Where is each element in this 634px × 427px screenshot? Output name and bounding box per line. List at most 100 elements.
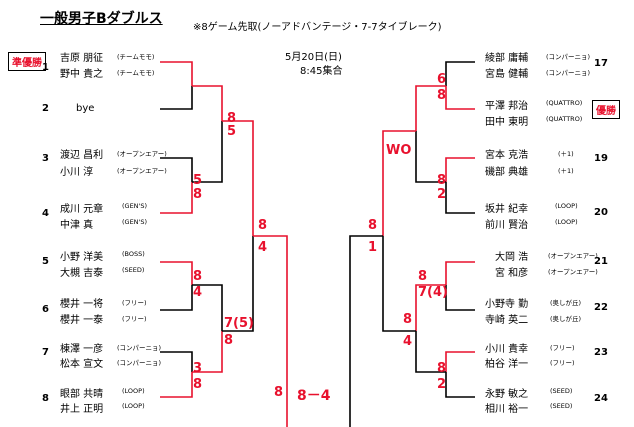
bye-label: bye [76, 103, 95, 114]
player-name: 磯部 典雄 [485, 167, 529, 178]
club-name: (SEED) [550, 387, 573, 395]
seed-number: 7 [42, 347, 49, 358]
club-name: (オープンエアー) [117, 150, 167, 158]
player-name: 相川 裕一 [485, 404, 529, 415]
seed-number: 4 [42, 208, 49, 219]
score: 8 [193, 269, 203, 284]
club-name: (GEN'S) [122, 202, 147, 210]
score: 8 [224, 333, 234, 348]
club-name: (LOOP) [555, 202, 578, 210]
player-name: 寺崎 英二 [485, 315, 529, 326]
club-name: (フリー) [550, 359, 575, 367]
player-name: 棟澤 一彦 [60, 344, 104, 355]
score: 4 [258, 240, 268, 255]
club-name: (オープンエアー) [117, 167, 167, 175]
score: WO [386, 143, 412, 158]
player-name: 渡辺 昌利 [60, 150, 104, 161]
player-name: 平澤 邦治 [485, 101, 529, 112]
club-name: (奥しが丘) [550, 299, 582, 307]
club-name: (GEN'S) [122, 218, 147, 226]
seed-number: 8 [42, 393, 49, 404]
club-name: (フリー) [122, 299, 147, 307]
score: 5 [193, 173, 203, 188]
seed-number: 21 [594, 256, 608, 267]
club-name: (コンパーニョ) [117, 359, 162, 367]
club-name: (SEED) [550, 402, 573, 410]
club-name: (コンパーニョ) [117, 344, 162, 352]
score: 8 [403, 312, 413, 327]
seed-number: 5 [42, 256, 49, 267]
seed-number: 3 [42, 153, 49, 164]
club-name: (フリー) [550, 344, 575, 352]
score: 6 [437, 72, 447, 87]
seed-number: 20 [594, 207, 608, 218]
event-date: 5月20日(日) [285, 52, 342, 63]
player-name: 眼部 共晴 [60, 389, 104, 400]
club-name: (オープンエアー) [548, 268, 598, 276]
player-name: 櫻井 一泰 [60, 315, 104, 326]
player-name: 成川 元章 [60, 204, 104, 215]
player-name: 小野 洋美 [60, 252, 104, 263]
score: 7(4) [418, 285, 448, 300]
club-name: (LOOP) [122, 402, 145, 410]
seed-number: 17 [594, 58, 608, 69]
seed-number: 23 [594, 347, 608, 358]
seed-number: 24 [594, 393, 608, 404]
player-name: 小野寺 勤 [485, 299, 529, 310]
club-name: (QUATTRO) [546, 99, 583, 107]
winner-badge: 優勝 [592, 100, 620, 119]
seed-number: 19 [594, 153, 608, 164]
club-name: (コンパーニョ) [546, 69, 591, 77]
club-name: (奥しが丘) [550, 315, 582, 323]
score: 5 [227, 124, 237, 139]
club-name: (LOOP) [122, 387, 145, 395]
right-bracket-lines [349, 61, 475, 427]
club-name: (＋1) [558, 150, 574, 158]
score: 7(5) [224, 316, 254, 331]
player-name: 坂井 紀幸 [485, 204, 529, 215]
player-name: 野中 貴之 [60, 69, 104, 80]
player-name: 柏谷 洋一 [485, 359, 529, 370]
score: 2 [437, 377, 447, 392]
score: 1 [368, 240, 378, 255]
club-name: (フリー) [122, 315, 147, 323]
score: 8 [437, 173, 447, 188]
player-name: 井上 正明 [60, 404, 104, 415]
player-name: 前川 賢治 [485, 220, 529, 231]
score: 8 [437, 361, 447, 376]
score: 8 [227, 111, 237, 126]
player-name: 綾部 庸輔 [485, 53, 529, 64]
club-name: (コンパーニョ) [546, 53, 591, 61]
seed-number: 1 [42, 62, 49, 73]
meeting-time: 8:45集合 [300, 66, 343, 77]
club-name: (オープンエアー) [548, 252, 598, 260]
club-name: (LOOP) [555, 218, 578, 226]
player-name: 宮島 健輔 [485, 69, 529, 80]
runner-up-badge: 準優勝 [8, 52, 46, 71]
seed-number: 2 [42, 103, 49, 114]
left-bracket-lines [160, 61, 288, 427]
score: 8 [437, 88, 447, 103]
player-name: 大岡 浩 [495, 252, 529, 263]
score: 8 [418, 269, 428, 284]
score: 4 [403, 334, 413, 349]
player-name: 宮本 克浩 [485, 150, 529, 161]
player-name: 吉原 朋征 [60, 53, 104, 64]
seed-number: 22 [594, 302, 608, 313]
player-name: 田中 東明 [485, 117, 529, 128]
club-name: (チームモモ) [117, 69, 155, 77]
player-name: 中津 真 [60, 220, 94, 231]
player-name: 小川 貴幸 [485, 344, 529, 355]
club-name: (＋1) [558, 167, 574, 175]
score: 8 [193, 187, 203, 202]
club-name: (QUATTRO) [546, 115, 583, 123]
player-name: 小川 淳 [60, 167, 94, 178]
page-title: 一般男子Bダブルス [40, 11, 163, 27]
match-rules: ※8ゲーム先取(ノーアドバンテージ・7-7タイブレーク) [193, 22, 442, 33]
score: 3 [193, 361, 203, 376]
club-name: (SEED) [122, 266, 145, 274]
score: 2 [437, 187, 447, 202]
player-name: 大槻 吉泰 [60, 268, 104, 279]
club-name: (BOSS) [122, 250, 145, 258]
